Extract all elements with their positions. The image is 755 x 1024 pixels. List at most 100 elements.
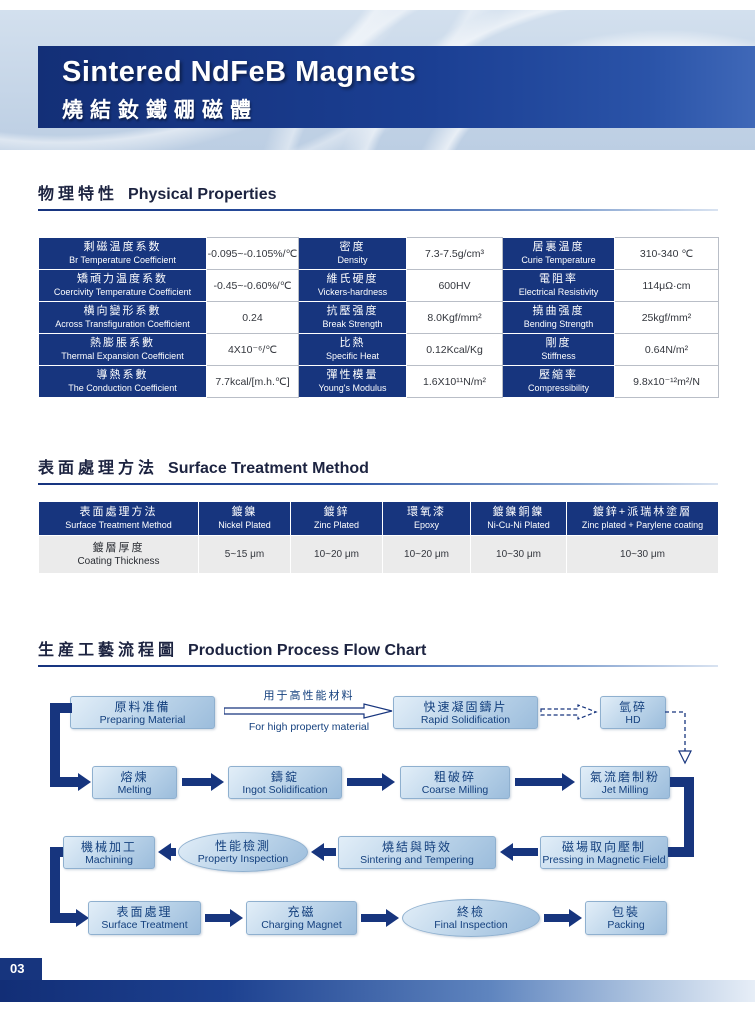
node-en: HD (625, 713, 641, 726)
arrow-right-icon (544, 909, 582, 927)
label-en: Across Transfiguration Coefficient (55, 319, 190, 329)
label-en: Break Strength (322, 319, 383, 329)
connector-segment (684, 777, 694, 857)
label-zh: 壓縮率 (539, 369, 578, 381)
connector-segment (50, 777, 78, 787)
hollow-arrow-icon (223, 703, 394, 719)
thickness-value: 10~20 μm (382, 535, 471, 574)
connector-segment (670, 777, 694, 787)
property-label: 彈性模量 Young's Modulus (298, 365, 407, 398)
node-zh: 粗破碎 (433, 769, 476, 784)
header-zh: 環氧漆 (407, 506, 446, 518)
header-zh: 鍍鎳銅鎳 (492, 506, 545, 518)
node-zh: 氣流磨制粉 (589, 769, 660, 784)
property-value: 25kgf/mm² (614, 301, 719, 334)
property-value: 0.12Kcal/Kg (406, 333, 503, 366)
label-en: Curie Temperature (521, 255, 596, 265)
arrow-left-icon (311, 843, 336, 861)
label-zh: 居裏温度 (532, 241, 585, 253)
arrow-left-icon (500, 843, 538, 861)
label-zh: 剩磁温度系数 (83, 241, 162, 253)
label-zh: 維氏硬度 (326, 273, 379, 285)
property-value: 310-340 ℃ (614, 237, 719, 270)
label-zh: 熱膨脹系數 (90, 337, 155, 349)
property-value: 114μΩ·cm (614, 269, 719, 302)
label-zh: 導熱系數 (96, 369, 149, 381)
connector-segment (50, 847, 60, 923)
property-label: 剛度 Stiffness (502, 333, 615, 366)
node-en: Jet Milling (601, 783, 649, 796)
thickness-value: 5~15 μm (198, 535, 291, 574)
node-en: Coarse Milling (421, 783, 489, 796)
label-en: Young's Modulus (318, 383, 387, 393)
heading-en: Production Process Flow Chart (188, 642, 427, 659)
node-en: Melting (117, 783, 152, 796)
node-en: Rapid Solidification (420, 713, 511, 726)
property-value: 9.8x10⁻¹²m²/N (614, 365, 719, 398)
header-en: Epoxy (413, 520, 439, 530)
property-label: 矯頑力温度系数 Coercivity Temperature Coefficien… (38, 269, 207, 302)
header-zh: 表面處理方法 (79, 506, 158, 518)
label-zh: 矯頑力温度系数 (77, 273, 168, 285)
label-zh: 剛度 (545, 337, 572, 349)
node-zh: 磁場取向壓制 (561, 839, 646, 854)
connector-segment (50, 913, 76, 923)
label-en: Stiffness (541, 351, 576, 361)
connector-segment (50, 703, 60, 787)
label-zh: 彈性模量 (326, 369, 379, 381)
node-zh: 快速凝固鑄片 (423, 699, 508, 714)
label-en: Coercivity Temperature Coefficient (53, 287, 192, 297)
heading-zh: 表面處理方法 (38, 460, 159, 477)
thickness-value: 10~30 μm (566, 535, 719, 574)
section-rule (38, 665, 718, 667)
page-subtitle-zh: 燒結釹鐵硼磁體 (62, 99, 258, 122)
label-en: Compressibility (527, 383, 589, 393)
node-en: Packing (607, 919, 645, 931)
column-header: 環氧漆 Epoxy (382, 501, 471, 536)
column-header: 鍍鎳銅鎳 Ni-Cu-Ni Plated (470, 501, 567, 536)
heading-en: Physical Properties (128, 186, 277, 203)
property-value: 0.24 (206, 301, 299, 334)
node-en: Charging Magnet (261, 919, 342, 931)
thickness-value: 10~20 μm (290, 535, 383, 574)
arrow-right-icon (515, 773, 575, 791)
property-value: -0.45~-0.60%/℃ (206, 269, 299, 302)
label-en: Specific Heat (325, 351, 380, 361)
annotation-zh: 用于高性能材料 (263, 690, 355, 702)
header-en: Ni-Cu-Ni Plated (487, 520, 550, 530)
node-zh: 原料准備 (114, 699, 171, 714)
property-label: 壓縮率 Compressibility (502, 365, 615, 398)
page-title: Sintered NdFeB Magnets (62, 56, 417, 88)
heading-zh: 物理特性 (38, 186, 119, 203)
property-value: 7.7kcal/[m.h.℃] (206, 365, 299, 398)
label-en: Density (337, 255, 368, 265)
node-zh: 燒結與時效 (381, 839, 452, 854)
label-zh: 密度 (339, 241, 366, 253)
